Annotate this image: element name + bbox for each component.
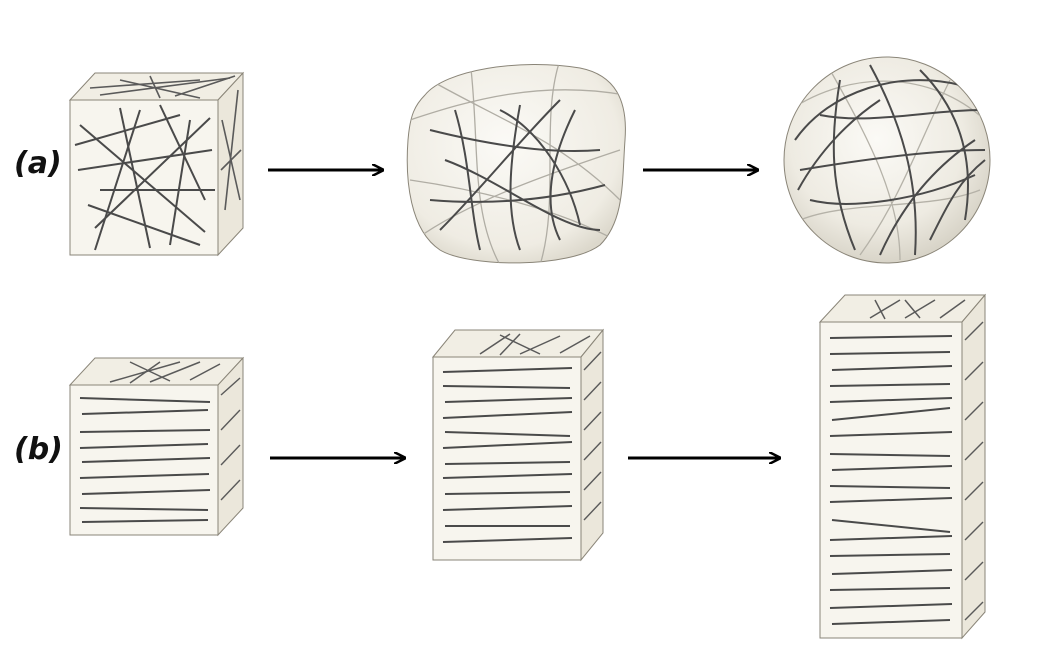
row-label-b: (b) <box>14 432 63 467</box>
row-label-a: (a) <box>14 146 62 181</box>
front-fibers <box>74 104 215 251</box>
aligned-fibers <box>442 367 573 543</box>
sphere-random-fibers <box>783 56 991 264</box>
tall-prism-aligned-fibers <box>431 328 605 562</box>
aligned-fibers <box>79 397 211 523</box>
sphere-fibers <box>789 64 986 261</box>
cube-aligned-fibers <box>68 356 245 537</box>
side-fibers <box>964 321 984 621</box>
rounded-cube-random-fibers <box>406 63 626 264</box>
top-fibers <box>109 361 221 384</box>
top-fibers <box>479 333 591 356</box>
side-fibers <box>220 89 242 211</box>
blob-fibers <box>409 64 626 263</box>
cube-random-fibers <box>68 71 245 257</box>
aligned-fibers <box>829 335 953 625</box>
side-fibers <box>583 351 602 521</box>
taller-prism-aligned-fibers <box>818 293 987 640</box>
top-fibers <box>89 75 236 99</box>
top-fibers <box>869 299 966 320</box>
side-fibers <box>220 377 241 501</box>
